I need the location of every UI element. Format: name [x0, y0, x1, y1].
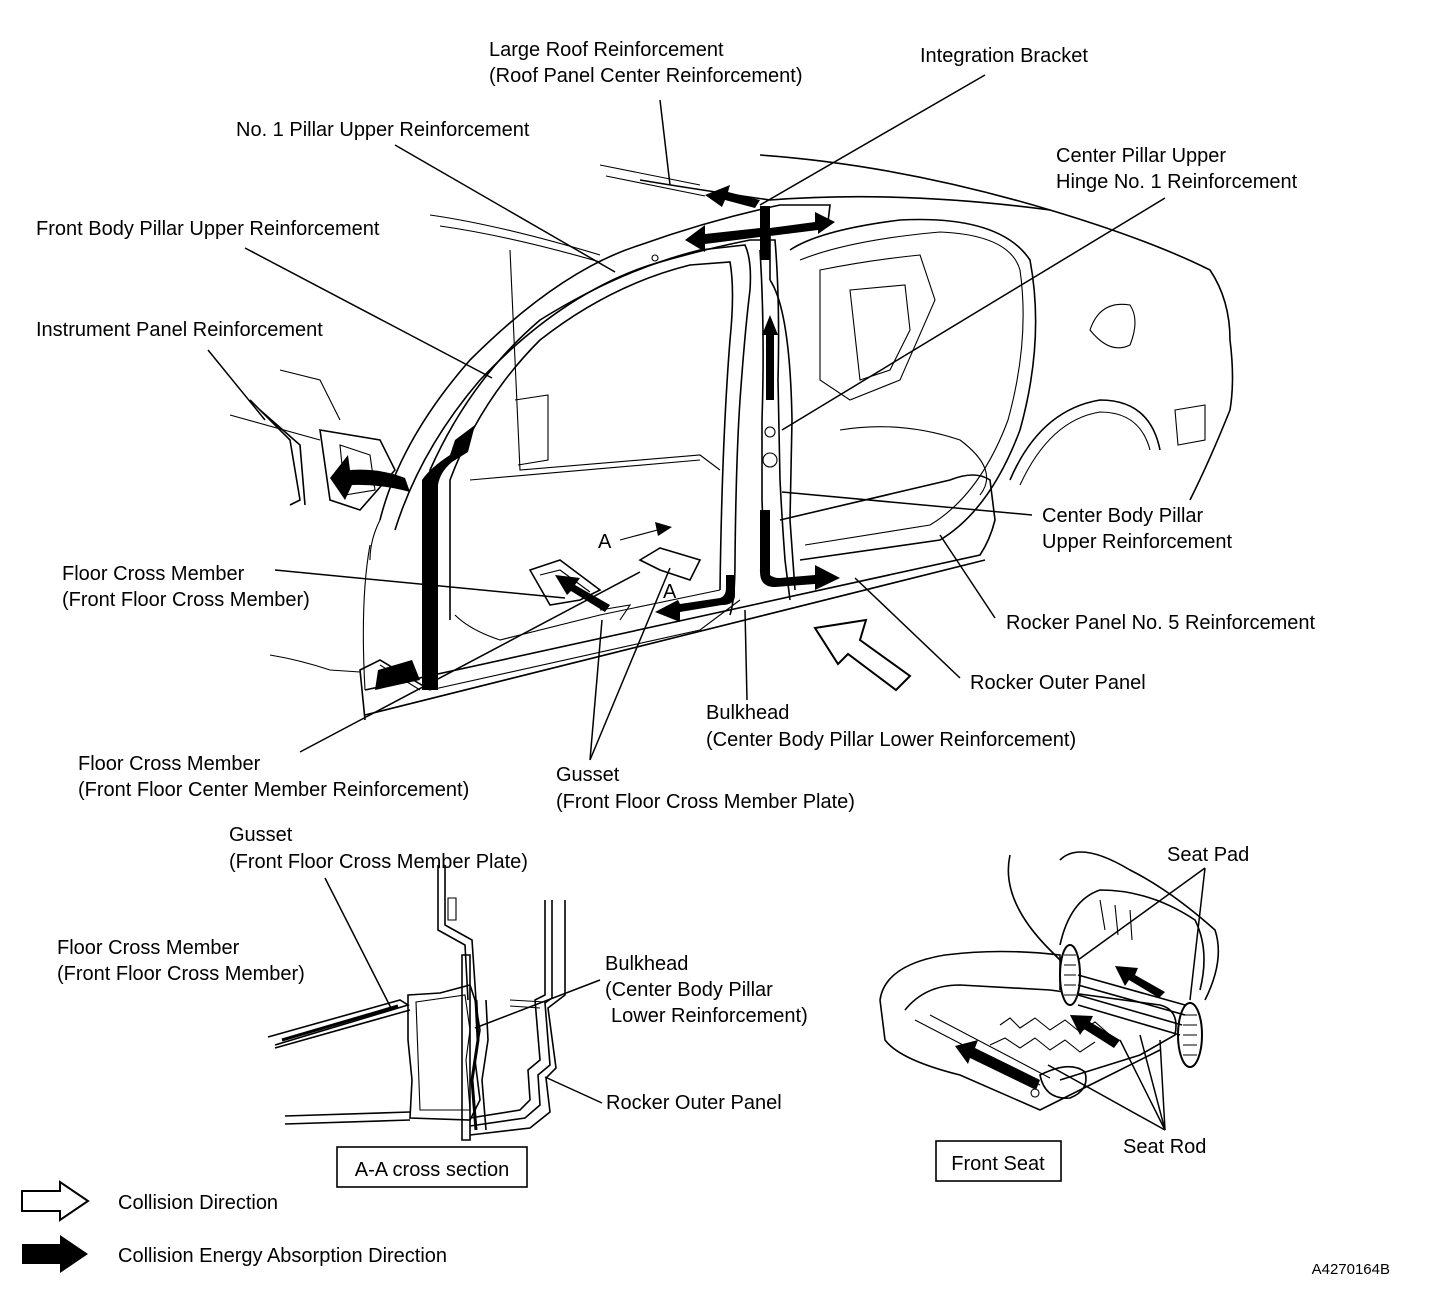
seat-label-seat-pad: Seat Pad [1167, 844, 1249, 866]
label-floor-cross-member-2: Floor Cross Member [78, 753, 261, 775]
legend: Collision Direction Collision Energy Abs… [21, 1180, 447, 1273]
label-integration-bracket: Integration Bracket [920, 45, 1088, 67]
label-front-floor-cross-member: (Front Floor Cross Member) [62, 589, 310, 611]
aa-cross-section: Gusset (Front Floor Cross Member Plate) … [57, 824, 808, 1188]
seat-label-seat-rod: Seat Rod [1123, 1136, 1206, 1158]
label-front-floor-cross-member-plate: (Front Floor Cross Member Plate) [556, 791, 855, 813]
label-center-pillar-upper: Center Pillar Upper [1056, 145, 1226, 167]
label-rocker-panel-no5-reinforcement: Rocker Panel No. 5 Reinforcement [1006, 612, 1315, 634]
vehicle-body-drawing [229, 154, 1234, 721]
label-bulkhead: Bulkhead [706, 702, 789, 724]
legend-collision-direction: Collision Direction [118, 1192, 278, 1214]
label-roof-panel-center-reinforcement: (Roof Panel Center Reinforcement) [489, 65, 802, 87]
label-upper-reinforcement: Upper Reinforcement [1042, 531, 1233, 553]
energy-arrows-main [330, 185, 840, 690]
label-center-body-pillar-lower-reinforcement: (Center Body Pillar Lower Reinforcement) [706, 729, 1076, 751]
front-seat-view: Seat Pad Seat Rod [879, 844, 1249, 1182]
seat-caption: Front Seat [951, 1153, 1045, 1175]
legend-solid-arrow-icon [22, 1235, 88, 1273]
xs-label-front-floor-cross-member-plate: (Front Floor Cross Member Plate) [229, 851, 528, 873]
xs-caption-box [336, 1146, 528, 1188]
label-front-floor-center-member-reinforcement: (Front Floor Center Member Reinforcement… [78, 779, 469, 801]
figure-code: A4270164B [1312, 1261, 1390, 1278]
label-center-body-pillar: Center Body Pillar [1042, 505, 1204, 527]
xs-label-front-floor-cross-member: (Front Floor Cross Member) [57, 963, 305, 985]
xs-label-gusset: Gusset [229, 824, 293, 846]
label-rocker-outer-panel: Rocker Outer Panel [970, 672, 1146, 694]
legend-hollow-arrow-icon [21, 1180, 90, 1222]
label-instrument-panel-reinforcement: Instrument Panel Reinforcement [36, 319, 323, 341]
xs-label-center-body-pillar: (Center Body Pillar [605, 979, 773, 1001]
main-labels: Large Roof Reinforcement (Roof Panel Cen… [36, 39, 1315, 813]
label-no1-pillar-upper-reinforcement: No. 1 Pillar Upper Reinforcement [236, 119, 530, 141]
collision-direction-arrow [813, 618, 912, 692]
xs-label-lower-reinforcement: Lower Reinforcement) [611, 1005, 808, 1027]
label-hinge-no1-reinforcement: Hinge No. 1 Reinforcement [1056, 171, 1298, 193]
legend-energy-absorption-direction: Collision Energy Absorption Direction [118, 1245, 447, 1267]
label-front-body-pillar-upper-reinforcement: Front Body Pillar Upper Reinforcement [36, 218, 380, 240]
label-large-roof-reinforcement: Large Roof Reinforcement [489, 39, 724, 61]
section-label-a-top: A [598, 531, 612, 553]
label-floor-cross-member: Floor Cross Member [62, 563, 245, 585]
seat-caption-box [935, 1140, 1062, 1182]
xs-label-rocker-outer-panel: Rocker Outer Panel [606, 1092, 782, 1114]
xs-label-floor-cross-member: Floor Cross Member [57, 937, 240, 959]
xs-caption: A-A cross section [355, 1159, 510, 1181]
section-marker: A A [598, 522, 677, 603]
label-gusset: Gusset [556, 764, 620, 786]
section-label-a-bottom: A [663, 581, 677, 603]
xs-label-bulkhead: Bulkhead [605, 953, 688, 975]
